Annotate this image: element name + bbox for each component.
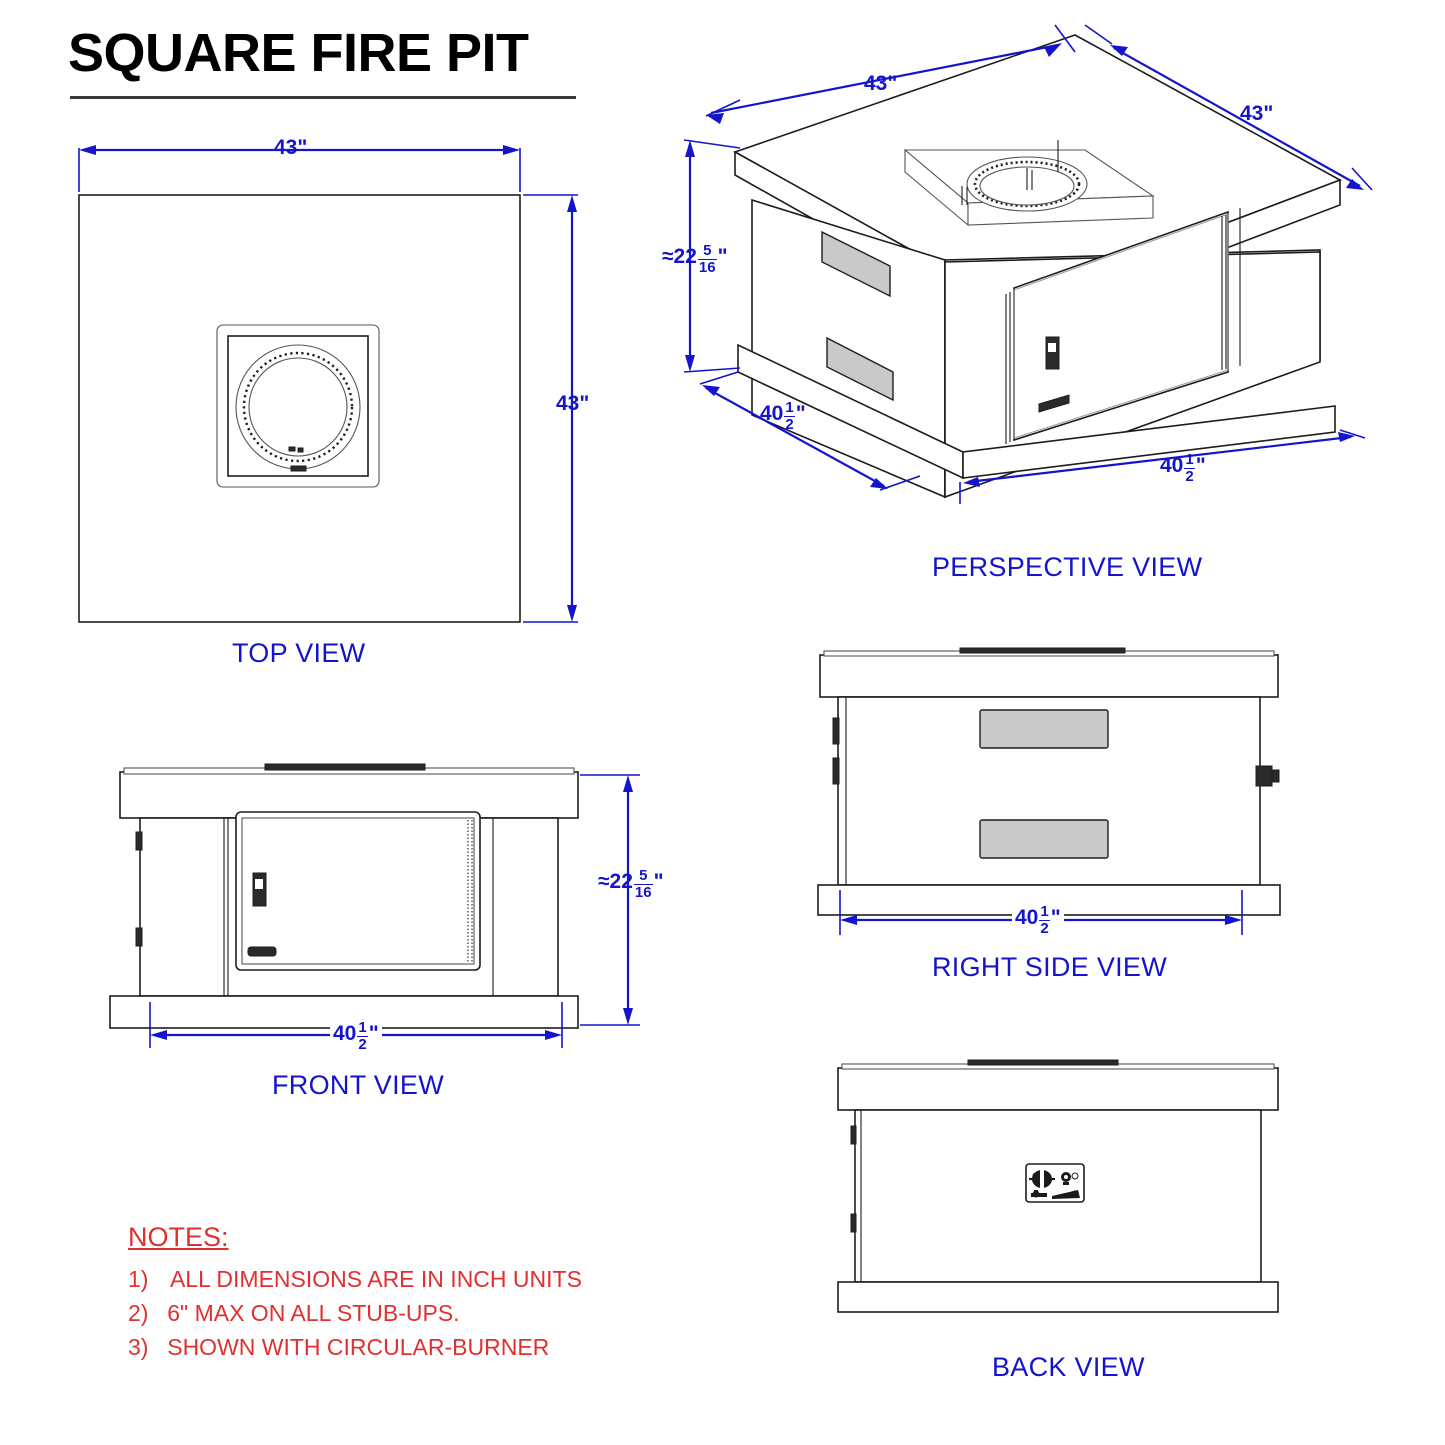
front-dim-height-unit: " <box>653 869 664 893</box>
notes-heading: NOTES: <box>128 1222 229 1252</box>
note-text: 6" MAX ON ALL STUB-UPS. <box>167 1300 460 1326</box>
front-dim-height-denominator: 16 <box>634 883 652 901</box>
perspective-dim-height-denominator: 16 <box>698 258 716 276</box>
right-dim-width-whole: 40 <box>1015 905 1039 929</box>
perspective-dim-top-right: 43" <box>1240 102 1274 125</box>
note-number: 3) <box>128 1334 149 1360</box>
perspective-dim-height-numerator: 5 <box>697 243 717 260</box>
perspective-dim-width-denominator: 2 <box>1185 467 1194 485</box>
front-dim-height-whole: ≈22 <box>598 869 633 893</box>
notes-list: 1) ALL DIMENSIONS ARE IN INCH UNITS 2) 6… <box>128 1266 582 1361</box>
front-dim-width-denominator: 2 <box>358 1035 367 1053</box>
front-view-label: FRONT VIEW <box>272 1070 445 1100</box>
top-view-width-dim: 43" <box>274 136 308 159</box>
back-view-label: BACK VIEW <box>992 1352 1145 1382</box>
right-dim-width-unit: " <box>1050 905 1061 929</box>
note-item: 3) SHOWN WITH CIRCULAR-BURNER <box>128 1334 582 1361</box>
front-dim-width-whole: 40 <box>333 1021 357 1045</box>
right-dim-width-numerator: 1 <box>1039 903 1050 921</box>
page-title: SQUARE FIRE PIT <box>68 23 529 83</box>
top-view-label: TOP VIEW <box>232 638 366 668</box>
note-item: 2) 6" MAX ON ALL STUB-UPS. <box>128 1300 582 1327</box>
perspective-dim-depth-numerator: 1 <box>784 399 795 417</box>
perspective-dim-depth-whole: 40 <box>760 401 784 425</box>
perspective-dim-width-numerator: 1 <box>1184 451 1195 469</box>
right-dim-width-denominator: 2 <box>1040 919 1049 937</box>
perspective-dim-width-unit: " <box>1195 453 1206 477</box>
perspective-dim-width-whole: 40 <box>1160 453 1184 477</box>
perspective-dim-depth-denominator: 2 <box>785 415 794 433</box>
note-number: 1) <box>128 1266 149 1292</box>
perspective-dim-height-unit: " <box>717 244 728 268</box>
right-side-view-label: RIGHT SIDE VIEW <box>932 952 1168 982</box>
note-item: 1) ALL DIMENSIONS ARE IN INCH UNITS <box>128 1266 582 1293</box>
note-number: 2) <box>128 1300 149 1326</box>
note-text: ALL DIMENSIONS ARE IN INCH UNITS <box>169 1266 582 1292</box>
perspective-dim-depth-unit: " <box>795 401 806 425</box>
top-view-height-dim: 43" <box>556 392 590 415</box>
perspective-view-label: PERSPECTIVE VIEW <box>932 552 1203 582</box>
front-dim-width-numerator: 1 <box>357 1019 368 1037</box>
perspective-dim-top-left: 43" <box>864 72 898 95</box>
front-dim-height-numerator: 5 <box>633 868 653 885</box>
front-dim-width-unit: " <box>368 1021 379 1045</box>
perspective-dim-height-whole: ≈22 <box>662 244 697 268</box>
title-underline <box>70 96 576 99</box>
note-text: SHOWN WITH CIRCULAR-BURNER <box>167 1334 550 1360</box>
